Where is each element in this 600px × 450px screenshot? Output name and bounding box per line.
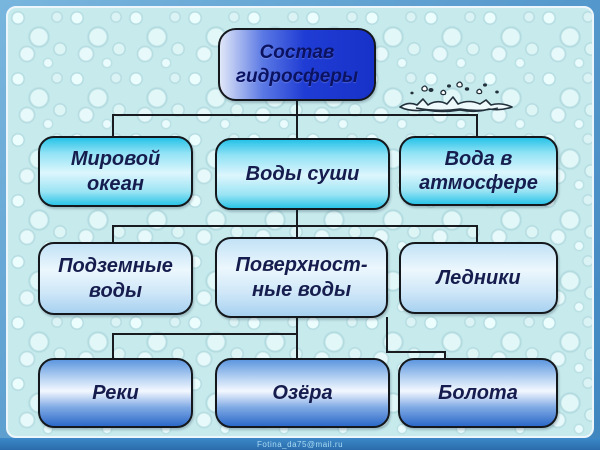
node-label: атмосфере [419, 172, 538, 194]
connector-line [296, 333, 298, 360]
connector-line [386, 317, 388, 353]
node-underground-waters: Подземные воды [38, 242, 193, 315]
node-label: воды [88, 279, 143, 302]
connector-line [112, 333, 298, 335]
node-label: Воды суши [245, 162, 360, 185]
connector-line [444, 351, 446, 360]
connector-line [112, 225, 478, 227]
node-glaciers: Ледники [399, 242, 558, 314]
node-label: гидросферы [235, 65, 359, 87]
connector-line [296, 317, 298, 335]
node-label: Ледники [436, 266, 521, 289]
connector-line [476, 225, 478, 244]
watermark-text: Fotina_da75@mail.ru [256, 439, 344, 449]
connector-line [112, 114, 478, 116]
connector-line [296, 209, 298, 227]
connector-line [112, 225, 114, 244]
connector-line [296, 114, 298, 140]
watermark-bar: Fotina_da75@mail.ru [0, 438, 600, 450]
node-label: Поверхност- [235, 254, 368, 277]
connector-line [386, 351, 446, 353]
node-world-ocean: Мировой океан [38, 136, 193, 207]
connector-line [296, 225, 298, 239]
node-label: Состав [259, 42, 335, 64]
node-swamps: Болота [398, 358, 558, 428]
node-label: океан [87, 172, 144, 195]
node-atmosphere-water: Вода в атмосфере [399, 136, 558, 206]
node-lakes: Озёра [215, 358, 390, 428]
node-label: ные воды [251, 278, 352, 301]
node-label: Болота [438, 381, 518, 404]
node-label: Подземные [58, 255, 173, 278]
node-land-waters: Воды суши [215, 138, 390, 210]
node-label: Мировой [70, 148, 161, 171]
node-surface-waters: Поверхност- ные воды [215, 237, 388, 318]
water-splash-icon [396, 80, 518, 123]
node-hydrosphere-composition: Состав гидросферы [218, 28, 376, 101]
connector-line [112, 114, 114, 138]
node-label: Озёра [272, 381, 333, 404]
connector-line [476, 114, 478, 138]
connector-line [112, 333, 114, 360]
node-rivers: Реки [38, 358, 193, 428]
node-label: Реки [92, 381, 139, 404]
node-label: Вода в [444, 147, 513, 170]
connector-line [296, 100, 298, 116]
